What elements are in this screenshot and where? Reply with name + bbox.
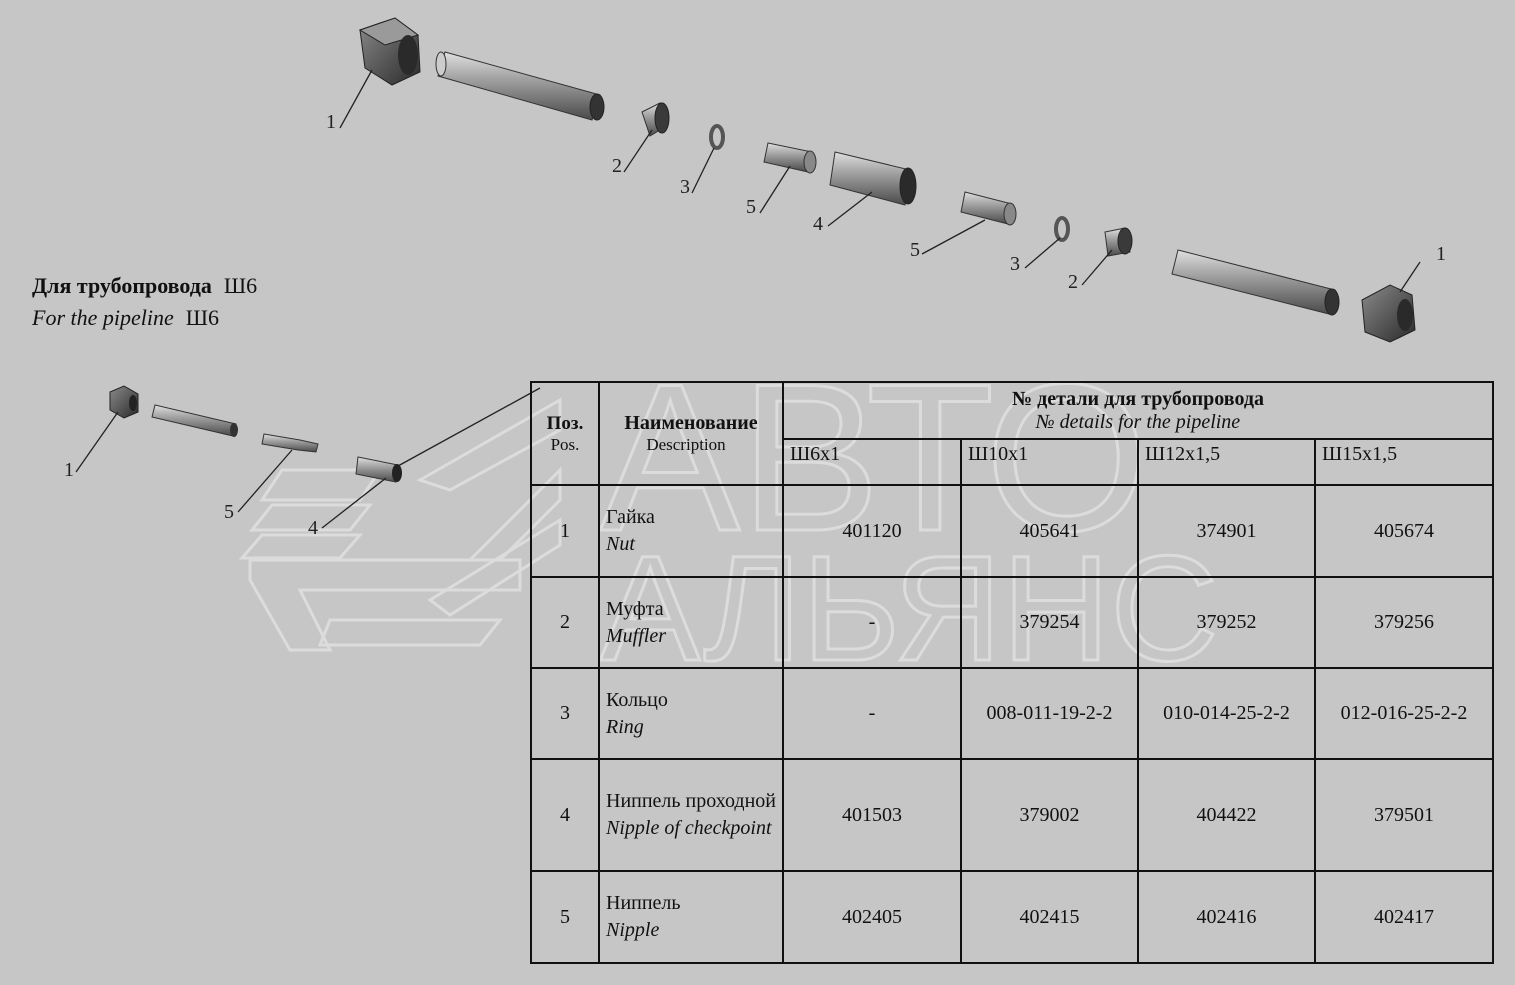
header-pos-en: Pos. (550, 434, 580, 454)
small-nut-part (109, 385, 139, 419)
header-part-numbers: № детали для трубопровода № details for … (782, 381, 1494, 440)
header-description: Наименование Description (598, 381, 784, 486)
part-number-cell: 379501 (1314, 758, 1494, 872)
small-checkpoint-nipple-part (355, 456, 402, 483)
size-header-row: Ш6х1 Ш10х1 Ш12х1,5 Ш15х1,5 (531, 438, 1494, 486)
header-desc-en: Description (646, 435, 726, 454)
ring-part-left (709, 124, 725, 150)
callout-top-5: 4 (813, 213, 823, 235)
row-description-en: Nut (606, 533, 635, 555)
callout-top-9: 1 (1436, 243, 1446, 265)
part-number-cell: 379256 (1314, 576, 1494, 669)
part-number-cell: - (782, 667, 962, 760)
callout-small-2: 5 (224, 501, 234, 523)
muffler-part-right (1104, 227, 1133, 257)
muffler-part-left (641, 102, 670, 137)
part-number-cell: 401503 (782, 758, 962, 872)
row-pos: 5 (530, 870, 600, 964)
tube-part-left (435, 51, 605, 121)
tube-part-right (1171, 249, 1340, 316)
title-ru-line: Для трубопровода Ш6 (32, 270, 257, 302)
callout-top-6: 5 (910, 239, 920, 261)
part-number-cell: 401120 (782, 484, 962, 578)
callout-small-1: 1 (64, 459, 74, 481)
row-pos: 4 (530, 758, 600, 872)
part-number-cell: 374901 (1137, 484, 1316, 578)
part-number-cell: - (782, 576, 962, 669)
ring-part-right (1054, 216, 1070, 242)
title-ru-size: Ш6 (223, 273, 258, 298)
part-number-cell: 379002 (960, 758, 1139, 872)
row-description-en: Nipple (606, 919, 660, 941)
callout-top-4: 5 (746, 196, 756, 218)
part-number-cell: 012-016-25-2-2 (1314, 667, 1494, 760)
part-number-cell: 405674 (1314, 484, 1494, 578)
callout-small-3: 4 (308, 517, 318, 539)
row-description-ru: Ниппель (606, 892, 681, 914)
title-ru: Для трубопровода (32, 273, 212, 298)
part-number-cell: 379254 (960, 576, 1139, 669)
nipple-part-right (960, 191, 1017, 226)
callout-top-2: 2 (612, 155, 622, 177)
size-header: Ш10х1 (960, 438, 1139, 486)
small-nipple-part (261, 433, 319, 453)
header-num-en: № details for the pipeline (1035, 410, 1241, 433)
size-header: Ш6х1 (782, 438, 962, 486)
row-description-ru: Ниппель проходной (606, 790, 776, 812)
small-tube-part (151, 404, 238, 437)
part-number-cell: 402415 (960, 870, 1139, 964)
title-en: For the pipeline (32, 305, 174, 330)
row-description-ru: Гайка (606, 506, 655, 528)
nut-part-right (1361, 284, 1416, 343)
row-description-en: Ring (606, 715, 644, 738)
header-num-ru: № детали для трубопровода (1012, 387, 1264, 410)
part-number-cell: 405641 (960, 484, 1139, 578)
part-number-cell: 402405 (782, 870, 962, 964)
row-pos: 2 (530, 576, 600, 669)
top-assembly: 1 2 3 5 4 5 3 2 1 (326, 17, 1446, 343)
callout-top-7: 3 (1010, 253, 1020, 275)
checkpoint-nipple-part (829, 151, 917, 206)
row-description-en: Nipple of checkpoint (606, 817, 772, 839)
row-description-ru: Муфта (606, 597, 664, 620)
size-header: Ш12х1,5 (1137, 438, 1316, 486)
parts-table: Поз. Pos. Наименование Description № дет… (530, 381, 1494, 964)
small-assembly: 1 5 4 (64, 385, 541, 539)
header-pos: Поз. Pos. (530, 381, 600, 486)
row-description-ru: Кольцо (606, 688, 668, 711)
header-desc-ru: Наименование (624, 412, 758, 434)
table-header-row: Поз. Pos. Наименование Description № дет… (530, 381, 1494, 486)
size-header: Ш15х1,5 (1314, 438, 1494, 486)
nut-part-left (358, 17, 421, 86)
title-en-line: For the pipeline Ш6 (32, 302, 257, 334)
row-pos: 3 (530, 667, 600, 760)
callout-top-3: 3 (680, 176, 690, 198)
callout-top-8: 2 (1068, 271, 1078, 293)
row-pos: 1 (530, 484, 600, 578)
part-number-cell: 008-011-19-2-2 (960, 667, 1139, 760)
part-number-cell: 402417 (1314, 870, 1494, 964)
part-number-cell: 402416 (1137, 870, 1316, 964)
row-description-en: Muffler (606, 624, 666, 647)
nipple-part-left (763, 142, 817, 174)
title-en-size: Ш6 (185, 305, 219, 330)
callout-top-1: 1 (326, 111, 336, 133)
part-number-cell: 379252 (1137, 576, 1316, 669)
header-pos-ru: Поз. (546, 412, 584, 434)
part-number-cell: 404422 (1137, 758, 1316, 872)
part-number-cell: 010-014-25-2-2 (1137, 667, 1316, 760)
